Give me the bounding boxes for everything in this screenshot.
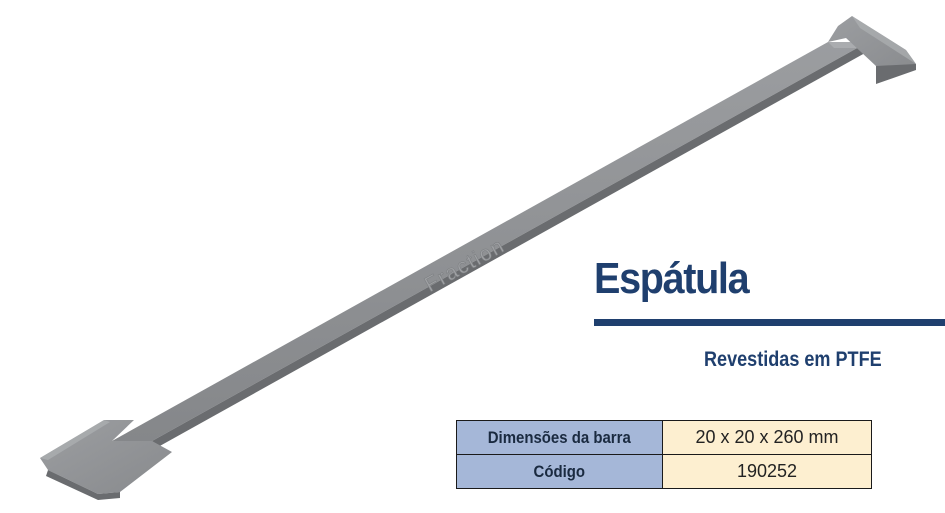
spec-label-cell: Código: [456, 454, 663, 489]
spec-label: Dimensões da barra: [487, 427, 631, 447]
page-subtitle: Revestidas em PTFE: [704, 348, 882, 371]
spec-table: Dimensões da barra 20 x 20 x 260 mm Códi…: [456, 420, 872, 489]
spatula-top-blade: [828, 16, 916, 84]
page-title: Espátula: [594, 254, 750, 303]
title-divider: [594, 319, 945, 326]
table-row: Dimensões da barra 20 x 20 x 260 mm: [456, 420, 872, 455]
table-row: Código 190252: [456, 454, 872, 489]
spec-value: 20 x 20 x 260 mm: [662, 420, 872, 455]
spec-label: Código: [533, 461, 586, 481]
spec-value: 190252: [662, 454, 872, 489]
spec-label-cell: Dimensões da barra: [456, 420, 663, 455]
spatula-bottom-blade: [40, 420, 172, 500]
spatula-shaft: [112, 42, 874, 447]
